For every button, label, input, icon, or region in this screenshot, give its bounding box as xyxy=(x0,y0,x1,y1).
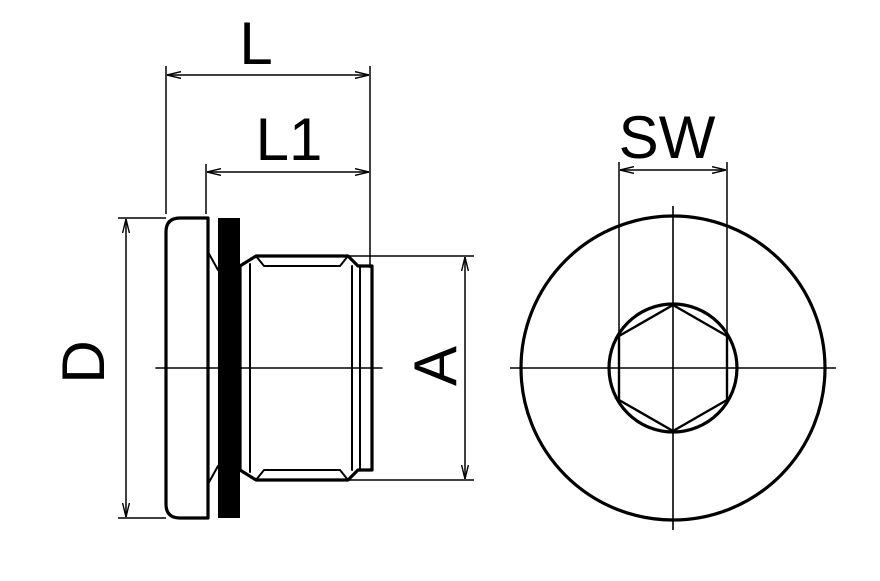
dimension-a xyxy=(348,255,474,481)
dimension-sw xyxy=(618,162,728,336)
dimension-l1 xyxy=(205,164,369,214)
thread-crest-bottom xyxy=(255,469,349,481)
dimension-d xyxy=(118,217,166,519)
thread-crest-top xyxy=(255,255,349,267)
plug-head xyxy=(164,216,210,520)
head-chamfer-bottom xyxy=(207,465,219,485)
head-chamfer-top xyxy=(207,251,219,271)
dimension-label-a: A xyxy=(402,346,469,386)
dimension-label-l1: L1 xyxy=(256,106,323,173)
thread-body xyxy=(238,254,374,482)
dimension-l xyxy=(165,66,371,268)
dimension-label-sw: SW xyxy=(619,104,716,171)
front-view xyxy=(510,206,836,530)
dimension-label-d: D xyxy=(50,340,117,383)
dimension-label-l: L xyxy=(239,10,272,77)
side-view xyxy=(155,216,383,520)
